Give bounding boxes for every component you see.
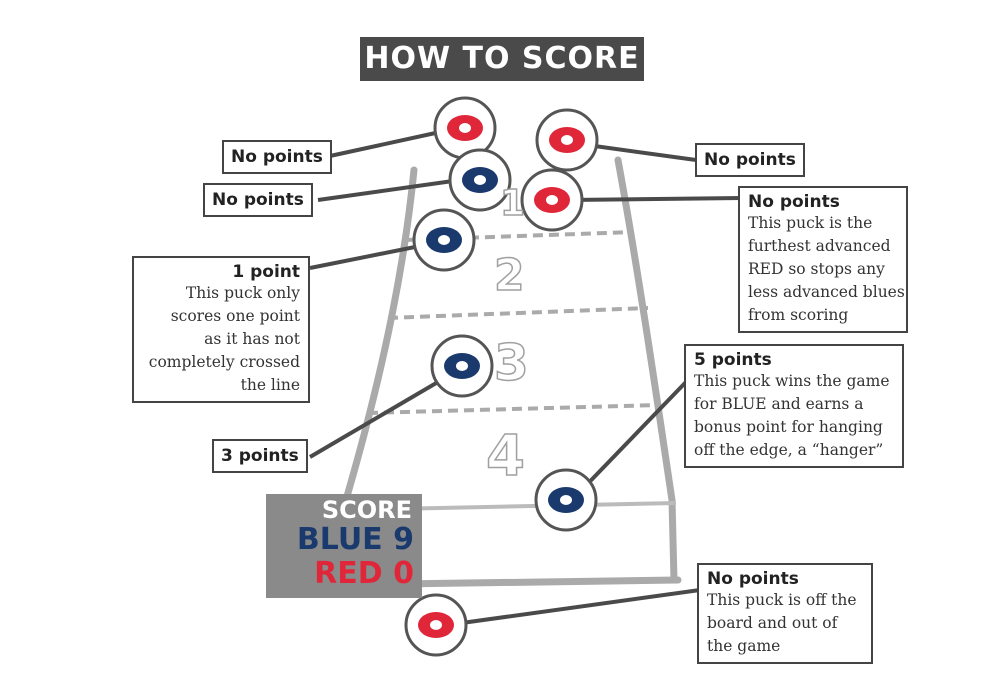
score-blue: BLUE 9 — [296, 522, 414, 557]
callout-red-top-left: No points — [222, 140, 332, 174]
callout-heading: 1 point — [232, 262, 300, 282]
callout-body-line: furthest advanced — [748, 237, 891, 255]
leader-lines — [308, 130, 743, 628]
callout-heading: 5 points — [694, 350, 772, 370]
puck-red-top-right — [535, 108, 599, 172]
callout-red-zone1: No points This puck is the furthest adva… — [738, 186, 908, 333]
callout-body-line: from scoring — [748, 306, 849, 324]
puck-blue-zone2 — [412, 208, 476, 272]
callout-blue-top-left: No points — [203, 183, 313, 217]
callout-heading: No points — [231, 147, 323, 167]
callout-body-line: board and out of — [707, 614, 838, 632]
callout-body-line: scores one point — [170, 307, 300, 325]
callout-body-line: This puck only — [185, 284, 300, 302]
puck-blue-zone3 — [430, 334, 494, 398]
puck-blue-top-left — [448, 148, 512, 212]
callout-red-top-right: No points — [695, 143, 805, 177]
callout-heading: No points — [704, 150, 796, 170]
callout-body-line: the line — [240, 376, 300, 394]
callout-body-line: as it has not — [204, 330, 300, 348]
callout-heading: 3 points — [221, 446, 299, 466]
zone-number-4: 4 — [485, 423, 525, 490]
puck-red-top-left — [433, 96, 497, 160]
callout-body-line: This puck is off the — [707, 591, 857, 609]
callout-body-line: completely crossed — [148, 353, 300, 371]
callout-heading: No points — [748, 192, 840, 212]
callout-heading: No points — [212, 190, 304, 210]
zone-number-1: 1 — [499, 182, 526, 225]
callout-body-line: bonus point for hanging — [694, 418, 883, 436]
callout-red-off: No points This puck is off the board and… — [697, 563, 873, 664]
callout-blue-zone3: 3 points — [212, 439, 308, 473]
callout-blue-hanger: 5 points This puck wins the game for BLU… — [684, 344, 904, 468]
callout-body-line: This puck is the — [748, 214, 873, 232]
callout-body-line: for BLUE and earns a — [694, 395, 864, 413]
page-title: HOW TO SCORE — [360, 37, 644, 81]
callout-body-line: off the edge, a “hanger” — [694, 441, 884, 459]
callout-body-line: less advanced blues — [748, 283, 905, 301]
callout-blue-zone2: 1 point This puck only scores one point … — [132, 256, 310, 403]
callout-body-line: RED so stops any — [748, 260, 885, 278]
callout-body-line: This puck wins the game — [694, 372, 890, 390]
score-label: SCORE — [321, 496, 412, 524]
puck-blue-hanger — [534, 468, 598, 532]
callout-heading: No points — [707, 569, 799, 589]
callout-body-line: the game — [707, 637, 781, 655]
score-panel: SCORE BLUE 9 RED 0 — [266, 494, 422, 598]
score-red: RED 0 — [314, 556, 414, 591]
zone-number-3: 3 — [493, 333, 529, 393]
puck-red-zone1 — [520, 168, 584, 232]
zone-number-2: 2 — [493, 249, 525, 302]
puck-red-off — [404, 593, 468, 657]
